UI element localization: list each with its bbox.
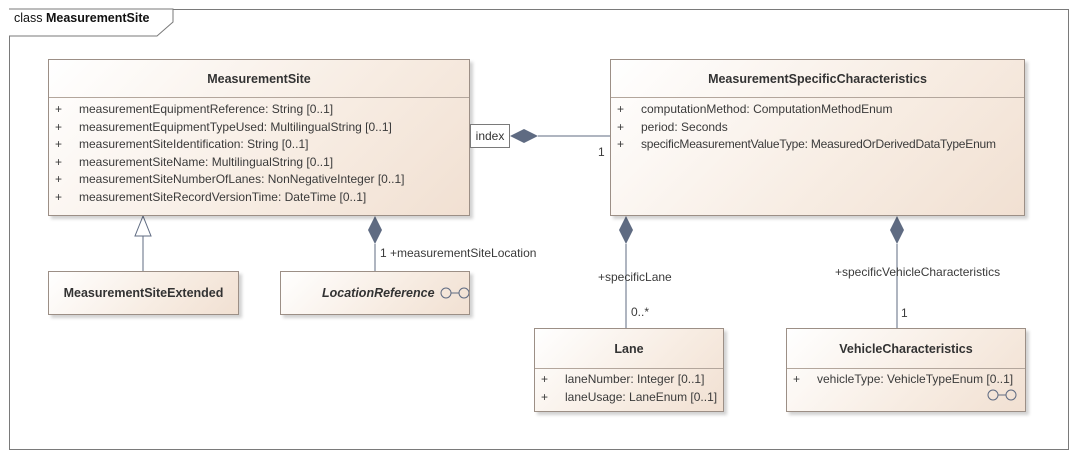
frame-name: MeasurementSite: [45, 11, 150, 25]
site-location-role-label: +measurementSiteLocation: [390, 246, 537, 260]
attribute-row: +measurementSiteName: MultilingualString…: [55, 154, 334, 169]
frame-keyword: class: [14, 11, 43, 25]
specific-vehicle-role-label: +specificVehicleCharacteristics: [835, 265, 1001, 279]
attribute-list: +laneNumber: Integer [0..1] +laneUsage: …: [535, 369, 723, 406]
attribute-row: +measurementEquipmentReference: String […: [55, 102, 334, 116]
specific-vehicle-multiplicity-label: 1: [901, 306, 908, 320]
class-vehicle-characteristics[interactable]: VehicleCharacteristics +vehicleType: Veh…: [786, 328, 1026, 412]
attribute-row: +measurementSiteRecordVersionTime: DateT…: [55, 189, 367, 204]
class-measurement-site-extended[interactable]: MeasurementSiteExtended: [48, 271, 239, 315]
link-icon: [987, 389, 1017, 401]
class-name-row: LocationReference: [281, 272, 469, 314]
attribute-row: +laneUsage: LaneEnum [0..1]: [541, 389, 718, 404]
attribute-row: +measurementEquipmentTypeUsed: Multiling…: [55, 119, 392, 134]
composition-diamond-location: [368, 216, 382, 244]
specific-lane-multiplicity-label: 0..*: [631, 305, 650, 319]
attribute-list: +measurementEquipmentReference: String […: [49, 98, 469, 206]
attribute-row: +computationMethod: ComputationMethodEnu…: [617, 102, 893, 116]
attribute-row: +laneNumber: Integer [0..1]: [541, 372, 705, 386]
attribute-row: +period: Seconds: [617, 119, 728, 134]
specific-lane-role-label: +specificLane: [598, 270, 672, 284]
class-measurement-site[interactable]: MeasurementSite +measurementEquipmentRef…: [48, 59, 470, 216]
attribute-list: +computationMethod: ComputationMethodEnu…: [611, 98, 1024, 154]
class-name: VehicleCharacteristics: [787, 329, 1025, 369]
index-qualifier[interactable]: index: [470, 124, 510, 148]
attribute-row: +measurementSiteNumberOfLanes: NonNegati…: [55, 172, 405, 186]
class-name: MeasurementSite: [49, 60, 469, 98]
class-location-reference[interactable]: LocationReference: [280, 271, 470, 315]
class-name: Lane: [535, 329, 723, 369]
frame-title: class MeasurementSite: [14, 11, 149, 25]
generalization-arrowhead: [134, 214, 152, 237]
class-measurement-specific-characteristics[interactable]: MeasurementSpecificCharacteristics +comp…: [610, 59, 1025, 216]
class-name: LocationReference: [322, 286, 435, 300]
composition-diamond-lane: [619, 216, 633, 244]
link-icon: [440, 287, 469, 299]
index-multiplicity-label: 1: [598, 145, 605, 159]
composition-diamond-vehicle: [890, 216, 904, 244]
class-lane[interactable]: Lane +laneNumber: Integer [0..1] +laneUs…: [534, 328, 724, 412]
attribute-row: +measurementSiteIdentification: String […: [55, 137, 309, 151]
class-name: MeasurementSiteExtended: [63, 286, 224, 300]
site-location-multiplicity-label: 1: [380, 246, 387, 260]
attribute-row: +vehicleType: VehicleTypeEnum [0..1]: [793, 372, 1014, 386]
composition-diamond-index: [510, 129, 538, 143]
attribute-row: +specificMeasurementValueType: MeasuredO…: [617, 137, 996, 151]
attribute-list: +vehicleType: VehicleTypeEnum [0..1]: [787, 369, 1025, 389]
class-name: MeasurementSpecificCharacteristics: [611, 60, 1024, 98]
